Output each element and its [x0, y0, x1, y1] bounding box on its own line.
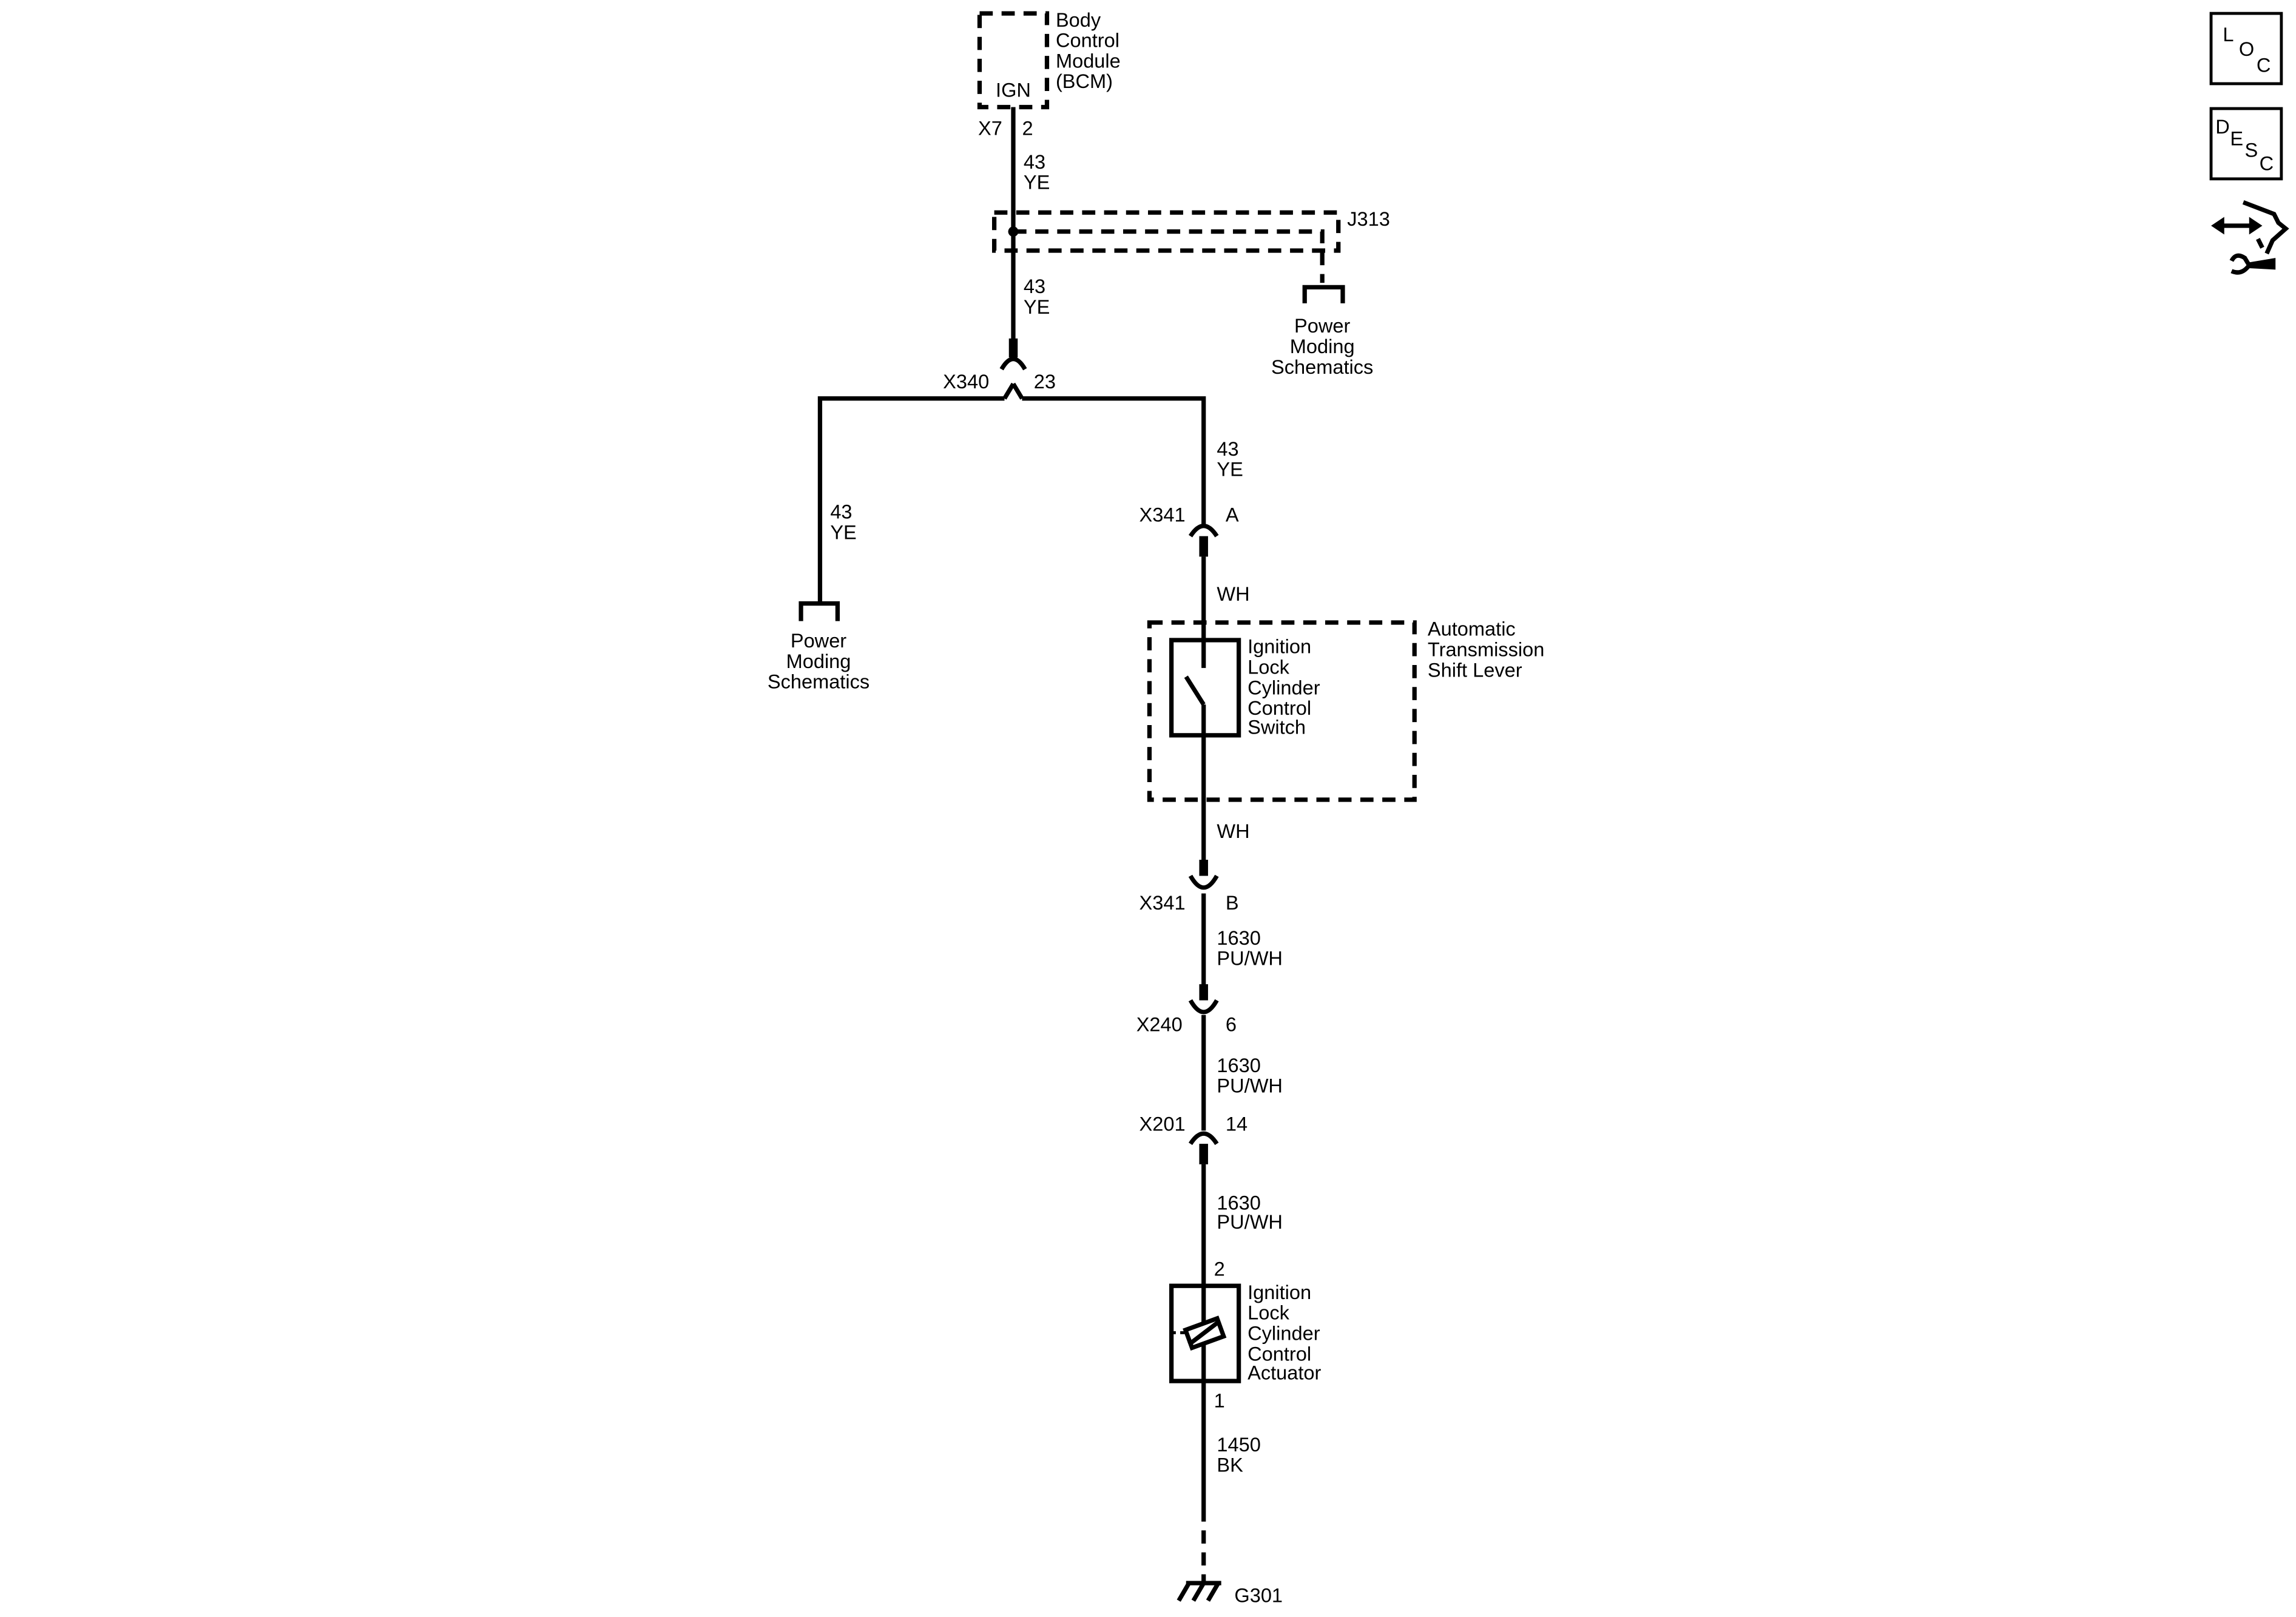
- desc-icon-letter: S: [2245, 140, 2258, 161]
- actuator-label-line: Control: [1248, 1343, 1311, 1365]
- power-moding-label-line: Schematics: [768, 671, 869, 693]
- ground-name: G301: [1234, 1584, 1283, 1606]
- connector-id: X341: [1140, 504, 1186, 526]
- wire-color-label: PU/WH: [1217, 1075, 1283, 1097]
- wire-color-label: BK: [1217, 1454, 1243, 1476]
- actuator-pin-bottom: 1: [1214, 1390, 1225, 1412]
- power-moding-label-line: Power: [1294, 315, 1350, 337]
- actuator-label-line: Ignition: [1248, 1281, 1311, 1303]
- shift-lever-label-line: Transmission: [1428, 639, 1544, 661]
- switch-label-line: Lock: [1248, 656, 1290, 678]
- switch-label-line: Ignition: [1248, 636, 1311, 658]
- bcm-module[interactable]: Body Control Module (BCM) IGN: [977, 9, 1121, 110]
- bcm-label-line: Body: [1056, 9, 1101, 31]
- connector-repair-icon[interactable]: [2211, 200, 2289, 275]
- connector-pin: A: [1226, 504, 1239, 526]
- wire-color-label: WH: [1217, 820, 1249, 842]
- bcm-connector-id: X7: [978, 117, 1002, 139]
- switch-label-line: Cylinder: [1248, 677, 1320, 698]
- bcm-pin-number: 2: [1022, 117, 1033, 139]
- connector-id: X341: [1140, 892, 1186, 914]
- bcm-label-line: (BCM): [1056, 70, 1113, 92]
- loc-button[interactable]: L O C: [2209, 12, 2283, 86]
- bcm-pin-label: IGN: [996, 79, 1031, 101]
- wire-color-label: YE: [1024, 296, 1050, 318]
- shift-lever-label-line: Shift Lever: [1428, 659, 1522, 681]
- connector-x201[interactable]: [1188, 1131, 1219, 1164]
- wire-color-label: YE: [1217, 459, 1243, 481]
- connector-x341-b[interactable]: [1188, 859, 1219, 890]
- connector-pin: B: [1226, 892, 1239, 914]
- switch-label-line: Switch: [1248, 716, 1306, 738]
- wire-circuit-label: 1630: [1217, 927, 1260, 949]
- power-moding-left-ref[interactable]: Power Moding Schematics: [768, 601, 869, 693]
- wire-color-label: YE: [1024, 172, 1050, 194]
- splice-j313[interactable]: J313: [991, 208, 1390, 283]
- power-moding-label-line: Schematics: [1271, 356, 1373, 378]
- desc-icon-letter: D: [2215, 116, 2230, 138]
- loc-icon-letter: C: [2257, 55, 2271, 76]
- loc-icon-letter: O: [2239, 38, 2254, 60]
- wire-circuit-label: 43: [1217, 438, 1238, 460]
- wire-circuit-label: 43: [1024, 275, 1045, 297]
- connector-x341-a[interactable]: [1188, 524, 1219, 557]
- actuator-pin-top: 2: [1214, 1258, 1225, 1280]
- power-moding-right-ref[interactable]: Power Moding Schematics: [1271, 285, 1373, 378]
- wire-circuit-label: 1450: [1217, 1434, 1260, 1456]
- loc-icon-letter: L: [2223, 24, 2234, 46]
- connector-pin: 14: [1226, 1113, 1248, 1135]
- switch-label-line: Control: [1248, 697, 1311, 719]
- wire-left-branch[interactable]: [817, 396, 1005, 604]
- splice-name: J313: [1347, 208, 1390, 230]
- connector-id: X201: [1140, 1113, 1186, 1135]
- ground-symbol[interactable]: [1177, 1581, 1221, 1602]
- actuator-label-line: Cylinder: [1248, 1323, 1320, 1345]
- power-moding-label-line: Power: [791, 630, 846, 652]
- actuator-label-line: Actuator: [1248, 1362, 1321, 1384]
- wire-color-label: YE: [830, 521, 856, 543]
- ignition-lock-actuator[interactable]: Ignition Lock Cylinder Control Actuator: [1169, 1281, 1322, 1384]
- power-moding-label-line: Moding: [1290, 336, 1355, 357]
- power-moding-label-line: Moding: [786, 650, 851, 672]
- wire-color-label: WH: [1217, 583, 1249, 605]
- shift-lever-label-line: Automatic: [1428, 618, 1516, 640]
- ignition-lock-switch[interactable]: Ignition Lock Cylinder Control Switch: [1169, 636, 1320, 738]
- shift-lever-module[interactable]: Automatic Transmission Shift Lever: [1147, 618, 1544, 802]
- desc-icon-letter: E: [2230, 127, 2243, 149]
- connector-x240[interactable]: [1188, 984, 1219, 1014]
- connector-pin: 23: [1034, 371, 1056, 393]
- bcm-label-line: Module: [1056, 50, 1121, 72]
- wire-color-label: PU/WH: [1217, 948, 1283, 970]
- wire-right-branch[interactable]: [1022, 396, 1206, 525]
- connector-x340[interactable]: [999, 338, 1027, 400]
- actuator-label-line: Lock: [1248, 1302, 1290, 1324]
- desc-icon-letter: C: [2260, 152, 2274, 174]
- desc-button[interactable]: D E S C: [2209, 107, 2283, 181]
- wire-circuit-label: 43: [830, 501, 852, 523]
- connector-id: X240: [1136, 1013, 1183, 1035]
- connector-pin: 6: [1226, 1013, 1237, 1035]
- wire-circuit-label: 1630: [1217, 1192, 1260, 1214]
- wire-circuit-label: 43: [1024, 151, 1045, 173]
- connector-id: X340: [943, 371, 989, 393]
- bcm-label-line: Control: [1056, 30, 1119, 52]
- wire-color-label: PU/WH: [1217, 1211, 1283, 1233]
- wire-circuit-label: 1630: [1217, 1055, 1260, 1076]
